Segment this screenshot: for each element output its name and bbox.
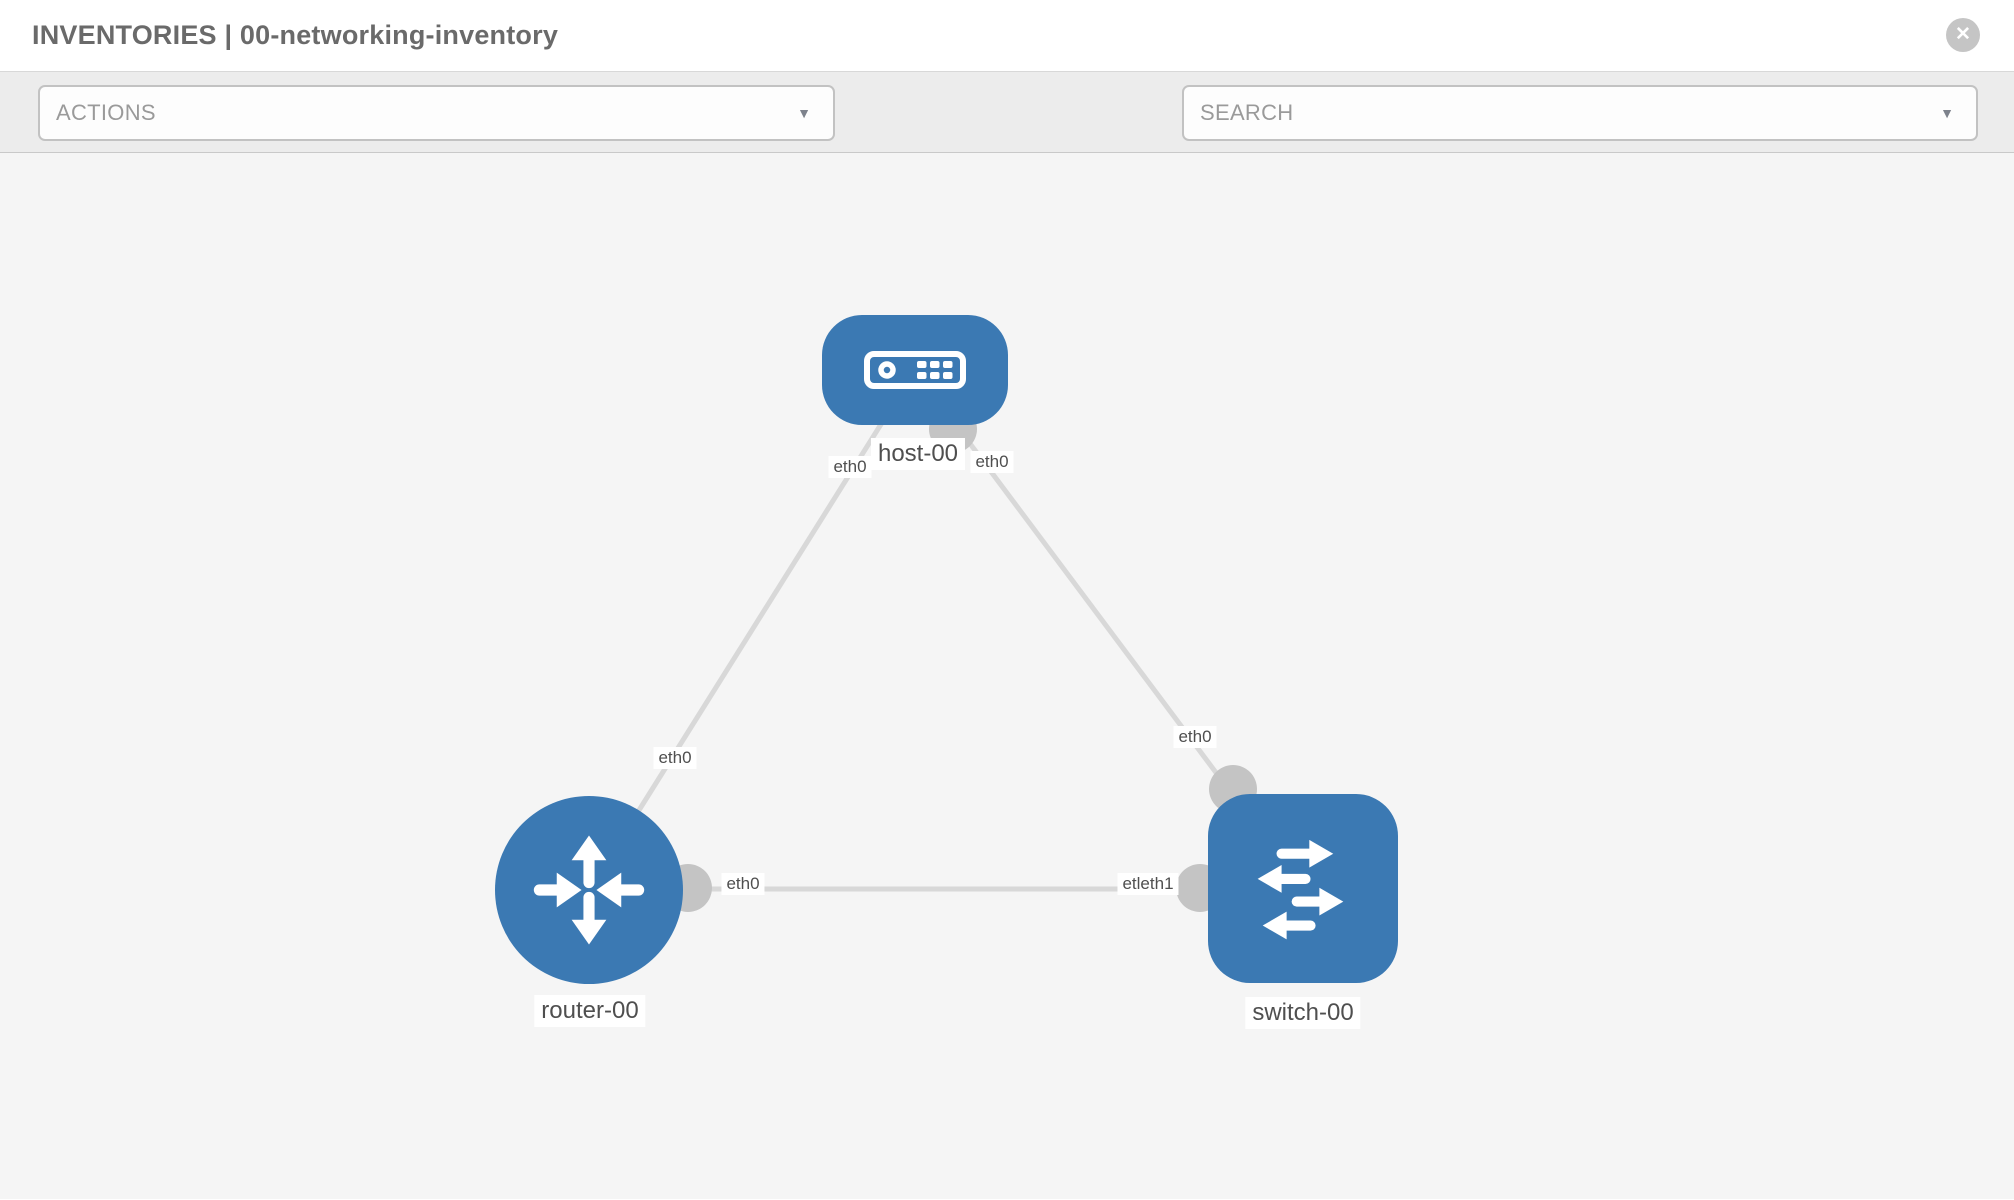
page-title: INVENTORIES | 00-networking-inventory	[32, 20, 559, 50]
iface-label-switch-link-router: etleth1	[1117, 873, 1179, 895]
header: INVENTORIES | 00-networking-inventory ✕	[0, 0, 2014, 72]
interface-connectors	[664, 405, 1257, 912]
chevron-down-icon: ▼	[1940, 105, 1954, 121]
node-switch-00[interactable]	[1208, 794, 1398, 983]
iface-label-host-left: eth0	[828, 456, 872, 478]
topology-links-layer	[586, 368, 1306, 912]
toolbar: ACTIONS ▼ SEARCH ▼	[0, 72, 2014, 203]
node-label-switch: switch-00	[1245, 997, 1361, 1029]
node-label-router: router-00	[534, 995, 646, 1027]
host-icon	[864, 351, 966, 389]
node-label-host: host-00	[870, 438, 966, 470]
chevron-down-icon: ▼	[797, 105, 811, 121]
node-router-00[interactable]	[495, 796, 683, 984]
actions-dropdown-label: ACTIONS	[56, 100, 156, 125]
iface-label-host-right: eth0	[970, 451, 1014, 473]
router-icon	[533, 835, 645, 945]
node-host-00[interactable]	[822, 315, 1008, 425]
search-dropdown[interactable]: SEARCH ▼	[1182, 85, 1978, 141]
iface-label-router-link-switch: eth0	[721, 873, 765, 895]
iface-label-switch-link-host: eth0	[1173, 726, 1217, 748]
iface-label-router-link-host: eth0	[653, 747, 697, 769]
close-icon[interactable]: ✕	[1946, 18, 1980, 52]
search-dropdown-label: SEARCH	[1200, 100, 1294, 125]
topology-canvas[interactable]: host-00 router-00 switch-00 eth0 eth0 et…	[0, 153, 2014, 1199]
switch-icon	[1257, 839, 1344, 939]
actions-dropdown[interactable]: ACTIONS ▼	[38, 85, 835, 141]
